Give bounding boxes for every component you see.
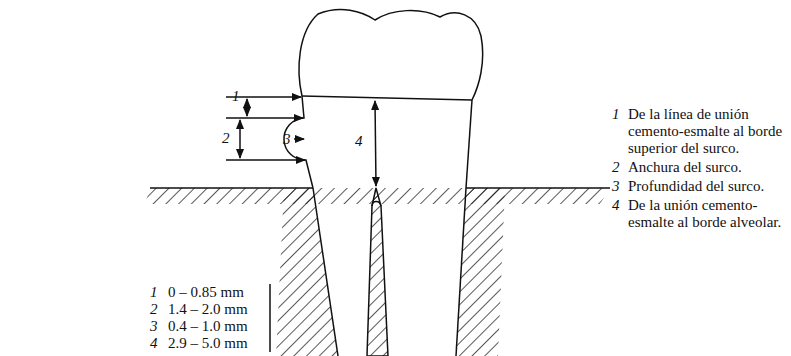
list-number: 1 bbox=[150, 284, 158, 301]
callout-number: 1 bbox=[232, 88, 240, 105]
list-number: 4 bbox=[150, 335, 158, 352]
tooth-outline bbox=[145, 10, 610, 356]
dimension-value: 2.9 – 5.0 mm bbox=[168, 335, 248, 352]
key-number: 3 bbox=[612, 178, 620, 195]
list-number: 3 bbox=[150, 318, 158, 335]
dimension-value: 0 – 0.85 mm bbox=[168, 284, 244, 301]
callout-number: 2 bbox=[222, 130, 230, 147]
callout-number: 4 bbox=[355, 133, 363, 150]
list-number: 2 bbox=[150, 301, 158, 318]
dimension-value: 0.4 – 1.0 mm bbox=[168, 318, 248, 335]
key-number: 1 bbox=[612, 106, 620, 123]
key-text: Anchura del surco. bbox=[628, 159, 791, 176]
dimension-value: 1.4 – 2.0 mm bbox=[168, 301, 248, 318]
key-number: 4 bbox=[612, 197, 620, 214]
key-number: 2 bbox=[612, 159, 620, 176]
callout-number: 3 bbox=[283, 131, 291, 148]
key-text: De la unión cemento-esmalte al borde alv… bbox=[628, 197, 791, 231]
key-text: Profundidad del surco. bbox=[628, 178, 791, 195]
key-text: De la línea de unión cemento-esmalte al … bbox=[628, 106, 791, 157]
